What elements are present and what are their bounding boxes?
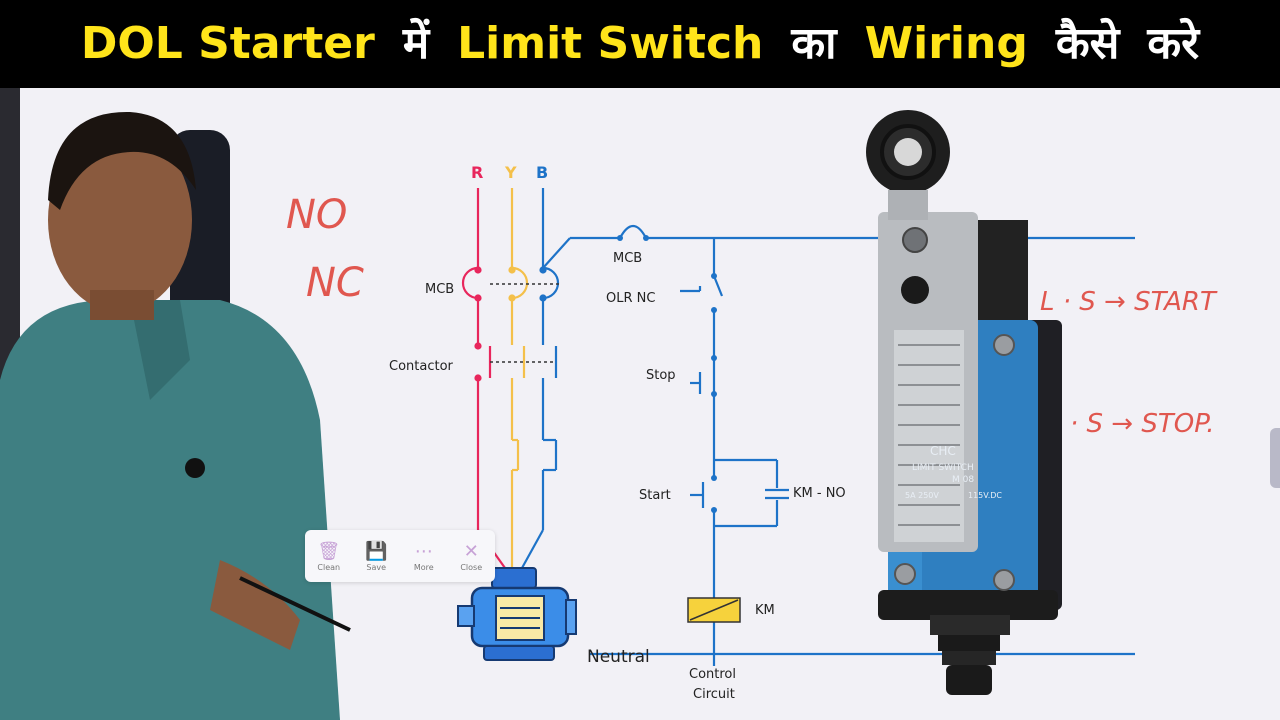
wiring-diagram: R Y B MCB Contactor — [0, 88, 1218, 720]
save-label: Save — [366, 562, 387, 572]
handwritten-ls-start: L · S → START — [1040, 287, 1218, 317]
title-kaise: कैसे — [1055, 18, 1120, 69]
save-icon: 💾 — [365, 540, 388, 562]
label-r: R — [471, 163, 483, 182]
label-contactor: Contactor — [389, 359, 454, 374]
handwritten-ls-stop: · S → STOP. — [1070, 409, 1215, 439]
close-label: Close — [460, 562, 483, 572]
presenter-image — [0, 88, 351, 720]
label-neutral: Neutral — [587, 647, 650, 667]
close-button[interactable]: ✕ Close — [449, 541, 493, 572]
trash-icon: 🗑 — [317, 540, 341, 562]
label-control-line2: Circuit — [693, 687, 735, 702]
title-kare: करे — [1147, 18, 1200, 69]
label-km-no: KM - NO — [793, 486, 846, 501]
close-icon: ✕ — [463, 540, 479, 562]
handwritten-nc: NC — [306, 260, 364, 306]
more-icon: ⋯ — [414, 540, 433, 562]
title-dol-starter: DOL Starter — [80, 18, 375, 69]
motor-icon — [457, 567, 577, 661]
limit-switch-image: CHC LIMIT SWITCH M 08 5A 250V 115V.DC — [866, 110, 1062, 695]
whiteboard-toolbar: 🗑 Clean 💾 Save ⋯ More ✕ Close — [305, 530, 495, 582]
phase-y-line — [508, 188, 529, 568]
side-drawer-handle[interactable] — [1270, 428, 1280, 488]
title-wiring: Wiring — [864, 18, 1028, 69]
phase-r-line — [461, 188, 506, 569]
label-mcb-control: MCB — [613, 251, 642, 266]
more-label: More — [413, 562, 434, 572]
device-rating-1: 5A 250V — [905, 491, 939, 500]
device-rating-2: 115V.DC — [968, 491, 1002, 500]
device-model: M 08 — [952, 475, 974, 485]
device-brand: CHC — [930, 444, 956, 458]
label-y: Y — [504, 163, 517, 182]
km-coil-symbol — [687, 597, 741, 623]
label-mcb-power: MCB — [425, 282, 454, 297]
title-limit-switch: Limit Switch — [457, 18, 764, 69]
clean-button[interactable]: 🗑 Clean — [307, 541, 351, 572]
label-control-line1: Control — [689, 667, 736, 682]
label-start: Start — [639, 488, 671, 503]
title-mein: में — [402, 18, 430, 69]
mcb-link-dashes — [490, 283, 560, 363]
phase-b-line — [521, 188, 620, 569]
control-circuit-nodes — [617, 235, 717, 513]
device-name: LIMIT SWITCH — [912, 463, 974, 473]
title-ka: का — [791, 18, 837, 69]
more-button[interactable]: ⋯ More — [402, 541, 446, 572]
label-b: B — [536, 163, 548, 182]
whiteboard: R Y B MCB Contactor — [0, 88, 1280, 720]
label-km-coil: KM — [755, 603, 775, 618]
clean-label: Clean — [317, 562, 341, 572]
label-stop: Stop — [646, 368, 676, 383]
save-button[interactable]: 💾 Save — [354, 541, 398, 572]
handwritten-no: NO — [286, 192, 347, 238]
title-bar: DOL Starter में Limit Switch का Wiring क… — [0, 0, 1280, 88]
label-olr-nc: OLR NC — [606, 291, 655, 306]
